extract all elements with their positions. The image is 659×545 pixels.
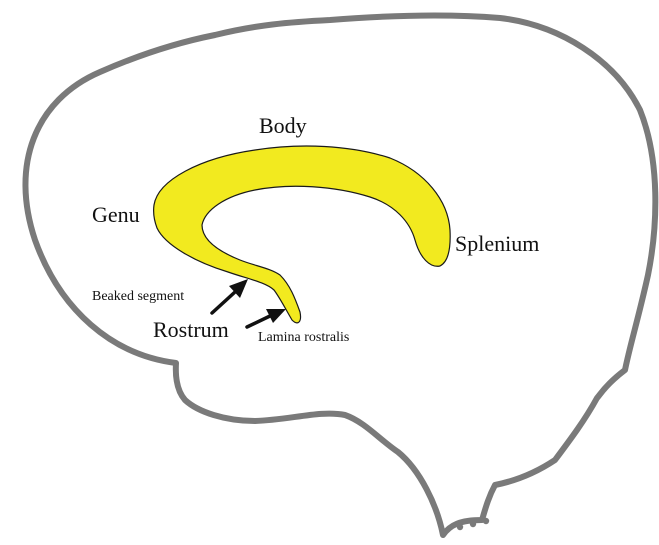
arrow-beaked-segment [212,279,248,313]
brainstem-dot [457,524,463,530]
brain-outline [25,15,655,535]
label-splenium: Splenium [455,231,539,256]
label-body: Body [259,113,307,138]
label-rostrum: Rostrum [153,317,229,342]
label-lamina-rostralis: Lamina rostralis [258,330,349,345]
brainstem-dot [470,521,476,527]
label-beaked-segment: Beaked segment [92,289,184,304]
label-genu: Genu [92,202,140,227]
arrow-lamina-rostralis [247,309,286,327]
corpus-callosum-shape [154,146,451,323]
brainstem-dot [483,518,489,524]
